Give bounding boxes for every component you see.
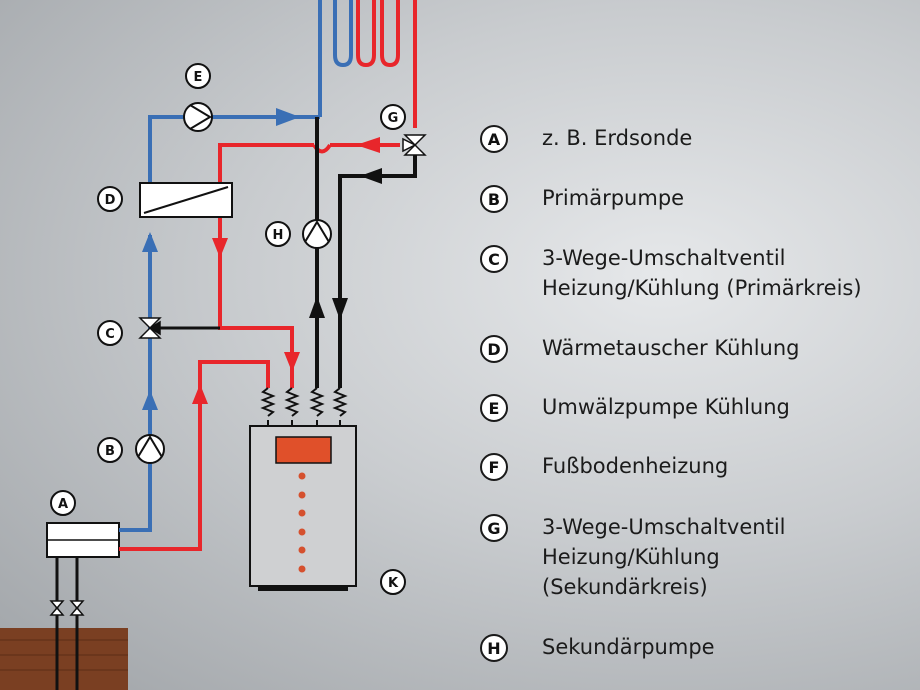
svg-text:G: G xyxy=(388,111,399,126)
floor-loop-blue xyxy=(333,0,353,68)
svg-text:B: B xyxy=(105,444,115,459)
arrow-k-down-red xyxy=(284,352,300,372)
floor-loop-red-1 xyxy=(356,0,376,68)
secondary-return-line xyxy=(338,150,417,388)
label-badge-d: D xyxy=(97,186,123,212)
svg-text:K: K xyxy=(388,576,399,591)
pump-e xyxy=(183,102,213,132)
ground-block xyxy=(0,628,128,690)
unit-display xyxy=(275,436,332,464)
unit-leds xyxy=(298,472,306,573)
svg-text:D: D xyxy=(105,193,116,208)
label-badge-k: K xyxy=(380,569,406,595)
probe-valve-right xyxy=(69,600,85,616)
arrow-h-up xyxy=(309,296,325,318)
arrow-e-right xyxy=(276,108,300,126)
pump-b xyxy=(135,434,165,464)
label-badge-b: B xyxy=(97,437,123,463)
arrow-g-return-left xyxy=(360,168,382,184)
label-badge-g: G xyxy=(380,104,406,130)
d-hot-line xyxy=(218,143,314,183)
label-badge-c: C xyxy=(97,320,123,346)
valve-g xyxy=(402,134,427,156)
svg-text:H: H xyxy=(273,228,284,243)
pump-h xyxy=(302,219,332,249)
primary-hot-line xyxy=(119,360,270,551)
arrow-k-down-black xyxy=(332,298,348,320)
flex-connectors xyxy=(260,387,348,417)
unit-base xyxy=(258,586,348,591)
svg-text:A: A xyxy=(58,497,68,512)
primary-cold-line xyxy=(119,235,152,532)
label-badge-a: A xyxy=(50,490,76,516)
label-badge-h: H xyxy=(265,221,291,247)
svg-text:E: E xyxy=(194,70,203,85)
probe-valve-left xyxy=(49,600,65,616)
arrow-b-up xyxy=(142,390,158,410)
valve-c xyxy=(138,317,162,339)
arrow-a-up-red xyxy=(192,384,208,404)
floor-loop-red-2 xyxy=(380,0,400,68)
label-badge-e: E xyxy=(185,63,211,89)
svg-text:C: C xyxy=(105,327,115,342)
arrow-g-left xyxy=(356,137,380,153)
cooling-supply-line xyxy=(148,115,320,183)
ground-texture xyxy=(0,639,128,671)
arrow-d-down xyxy=(212,238,228,258)
arrow-d-up xyxy=(142,232,158,252)
